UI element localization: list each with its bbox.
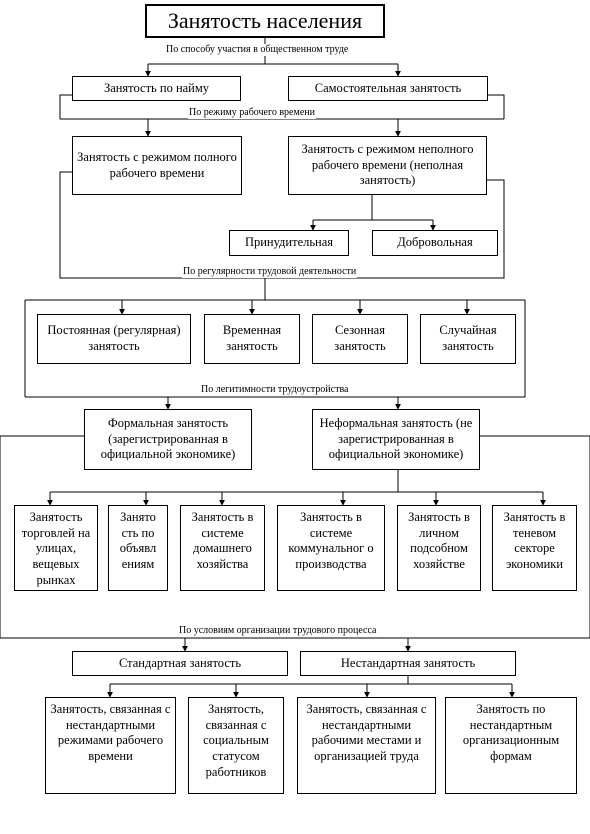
node-ads: Занято сть по объявл ениям — [108, 505, 168, 591]
node-street-trade: Занятость торговлей на улицах, вещевых р… — [14, 505, 98, 591]
criterion-participation: По способу участия в общественном труде — [165, 44, 350, 56]
node-informal: Неформальная занятость (не зарегистриров… — [312, 409, 480, 470]
node-nonstandard: Нестандартная занятость — [300, 651, 516, 676]
criterion-legitimacy: По легитимности трудоустройства — [200, 384, 350, 396]
node-voluntary: Добровольная — [372, 230, 498, 256]
node-part-time: Занятость с режимом неполного рабочего в… — [288, 136, 487, 195]
node-hired-employment: Занятость по найму — [72, 76, 241, 101]
node-ns-status: Занятость, связанная с социальным статус… — [188, 697, 284, 794]
criterion-regularity: По регулярности трудовой деятельности — [182, 266, 358, 278]
node-ns-workplace: Занятость, связанная с нестандартными ра… — [297, 697, 436, 794]
node-formal: Формальная занятость (зарегистрированная… — [84, 409, 252, 470]
node-shadow: Занятость в теневом секторе экономики — [492, 505, 577, 591]
node-ns-forms: Занятость по нестандартным организационн… — [445, 697, 577, 794]
node-standard: Стандартная занятость — [72, 651, 288, 676]
criterion-work-time: По режиму рабочего времени — [188, 107, 316, 119]
node-permanent: Постоянная (регулярная) занятость — [37, 314, 191, 364]
criterion-organization: По условиям организации трудового процес… — [178, 625, 378, 637]
node-forced: Принудительная — [229, 230, 349, 256]
node-casual: Случайная занятость — [420, 314, 516, 364]
node-full-time: Занятость с режимом полного рабочего вре… — [72, 136, 242, 195]
node-self-employment: Самостоятельная занятость — [288, 76, 488, 101]
node-communal: Занятость в системе коммунальног о произ… — [277, 505, 385, 591]
node-subsidiary: Занятость в личном подсобном хозяйстве — [397, 505, 481, 591]
node-household: Занятость в системе домашнего хозяйства — [180, 505, 265, 591]
node-temporary: Временная занятость — [204, 314, 300, 364]
node-ns-hours: Занятость, связанная с нестандартными ре… — [45, 697, 176, 794]
node-seasonal: Сезонная занятость — [312, 314, 408, 364]
diagram-title: Занятость населения — [145, 4, 385, 38]
